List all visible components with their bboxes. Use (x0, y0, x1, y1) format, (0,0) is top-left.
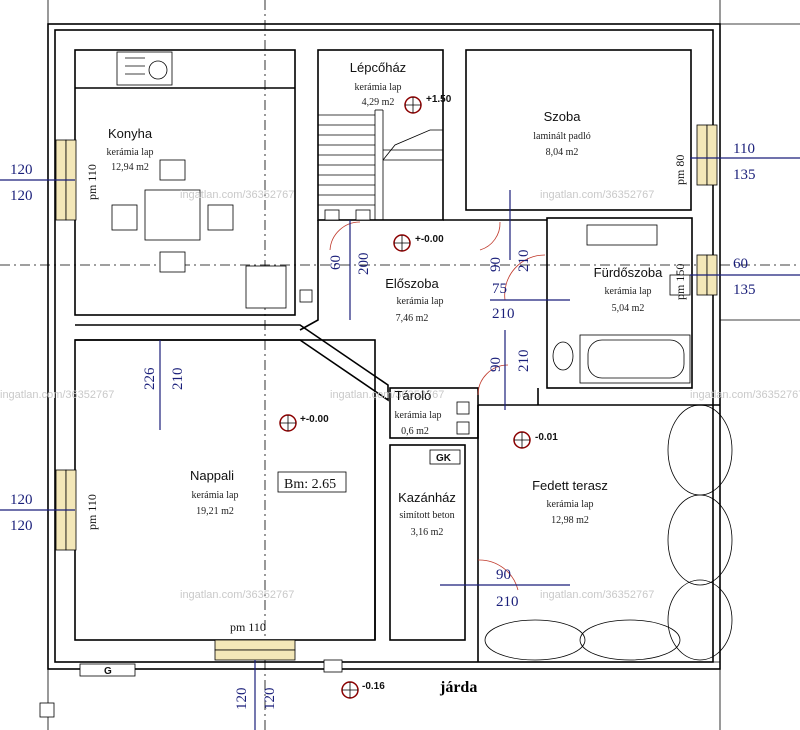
g-label: G (104, 666, 112, 677)
bm-label: Bm: 2.65 (284, 477, 336, 492)
staircase (318, 109, 443, 221)
room-label-terasz: Fedett terasz kerámia lap 12,98 m2 (532, 478, 608, 526)
dim-bottom-1: 120 (234, 688, 250, 711)
room-label-furdo: Fürdőszoba kerámia lap 5,04 m2 (594, 265, 663, 314)
room-label-kazanhaz: Kazánház simított beton 3,16 m2 (398, 490, 456, 538)
dim-left-top-1: 120 (10, 162, 33, 178)
svg-text:Előszoba: Előszoba (385, 276, 439, 291)
pm-nappali: pm 110 (85, 494, 99, 530)
svg-text:4,29 m2: 4,29 m2 (362, 97, 395, 108)
svg-text:Tároló: Tároló (395, 388, 432, 403)
svg-text:kerámia lap: kerámia lap (395, 410, 442, 421)
svg-text:Szoba: Szoba (544, 109, 582, 124)
svg-text:Nappali: Nappali (190, 468, 234, 483)
gk-label: GK (436, 453, 452, 464)
room-label-szoba: Szoba laminált padló 8,04 m2 (533, 109, 591, 158)
svg-text:ingatlan.com/36352767: ingatlan.com/36352767 (330, 389, 444, 401)
level-terrace: -0.01 (535, 432, 558, 443)
pm-szoba: pm 80 (673, 155, 687, 185)
watermarks: ingatlan.com/36352767 ingatlan.com/36352… (0, 189, 800, 601)
room-label-eloszoba: Előszoba kerámia lap 7,46 m2 (385, 276, 443, 324)
dim-right-top-1: 110 (733, 141, 755, 157)
dim-terrace-210: 210 (496, 594, 519, 610)
svg-text:5,04 m2: 5,04 m2 (612, 303, 645, 314)
level-street: -0.16 (362, 681, 385, 692)
svg-text:Fedett terasz: Fedett terasz (532, 478, 608, 493)
dim-right-top-2: 135 (733, 167, 756, 183)
level-hall: +-0.00 (415, 234, 444, 245)
terrace-arches (478, 404, 733, 663)
dim-nappali-226: 226 (142, 367, 158, 390)
svg-text:8,04 m2: 8,04 m2 (546, 147, 579, 158)
dim-hall-210c: 210 (516, 350, 532, 373)
svg-text:Lépcőház: Lépcőház (350, 60, 406, 75)
svg-text:kerámia lap: kerámia lap (397, 296, 444, 307)
svg-text:laminált padló: laminált padló (533, 131, 591, 142)
dim-hall-200: 200 (356, 253, 372, 276)
svg-text:kerámia lap: kerámia lap (547, 499, 594, 510)
room-label-lepcsohaz: Lépcőház kerámia lap 4,29 m2 (350, 60, 406, 108)
svg-text:ingatlan.com/36352767: ingatlan.com/36352767 (180, 589, 294, 601)
level-stair: +1.50 (426, 94, 452, 105)
dim-hall-210a: 210 (516, 250, 532, 273)
dim-hall-210b: 210 (492, 306, 515, 322)
street-label: járda (439, 679, 477, 696)
svg-text:12,98 m2: 12,98 m2 (551, 515, 589, 526)
svg-text:Fürdőszoba: Fürdőszoba (594, 265, 663, 280)
dim-left-bot-2: 120 (10, 518, 33, 534)
kitchen-furniture (111, 51, 313, 309)
pm-konyha: pm 110 (85, 164, 99, 200)
dim-hall-90a: 90 (488, 257, 504, 272)
room-label-tarolo: Tároló kerámia lap 0,6 m2 (395, 388, 442, 437)
svg-text:0,6 m2: 0,6 m2 (401, 426, 429, 437)
dim-hall-75: 75 (492, 281, 507, 297)
svg-text:19,21 m2: 19,21 m2 (196, 506, 234, 517)
svg-text:simított beton: simított beton (399, 510, 454, 521)
svg-text:kerámia lap: kerámia lap (107, 147, 154, 158)
dim-nappali-210: 210 (170, 368, 186, 391)
bathroom-fixtures (552, 224, 691, 384)
svg-text:ingatlan.com/36352767: ingatlan.com/36352767 (540, 589, 654, 601)
level-living: +-0.00 (300, 414, 329, 425)
dim-hall-90b: 90 (488, 357, 504, 372)
dim-left-top-2: 120 (10, 188, 33, 204)
interior-walls (74, 49, 720, 662)
pm-bottom: pm 110 (230, 620, 266, 634)
svg-text:3,16 m2: 3,16 m2 (411, 527, 444, 538)
dim-bottom-2: 120 (262, 688, 278, 711)
svg-text:7,46 m2: 7,46 m2 (396, 313, 429, 324)
dim-left-bot-1: 120 (10, 492, 33, 508)
level-markers (279, 96, 531, 699)
svg-text:kerámia lap: kerámia lap (355, 82, 402, 93)
pm-furdo: pm 150 (673, 264, 687, 300)
svg-text:12,94 m2: 12,94 m2 (111, 162, 149, 173)
svg-text:kerámia lap: kerámia lap (605, 286, 652, 297)
svg-text:ingatlan.com/36352767: ingatlan.com/36352767 (690, 389, 800, 401)
dimension-lines (0, 157, 800, 730)
dim-right-mid-1: 60 (733, 256, 748, 272)
svg-text:Kazánház: Kazánház (398, 490, 456, 505)
dim-hall-60: 60 (328, 255, 344, 270)
svg-text:ingatlan.com/36352767: ingatlan.com/36352767 (0, 389, 114, 401)
outer-walls (47, 0, 800, 730)
room-label-nappali: Nappali kerámia lap 19,21 m2 (190, 468, 239, 517)
misc-symbols (39, 401, 470, 718)
dim-right-mid-2: 135 (733, 282, 756, 298)
svg-text:Konyha: Konyha (108, 126, 153, 141)
svg-text:ingatlan.com/36352767: ingatlan.com/36352767 (180, 189, 294, 201)
svg-text:ingatlan.com/36352767: ingatlan.com/36352767 (540, 189, 654, 201)
svg-text:kerámia lap: kerámia lap (192, 490, 239, 501)
room-label-konyha: Konyha kerámia lap 12,94 m2 (107, 126, 154, 173)
dim-terrace-90: 90 (496, 567, 511, 583)
